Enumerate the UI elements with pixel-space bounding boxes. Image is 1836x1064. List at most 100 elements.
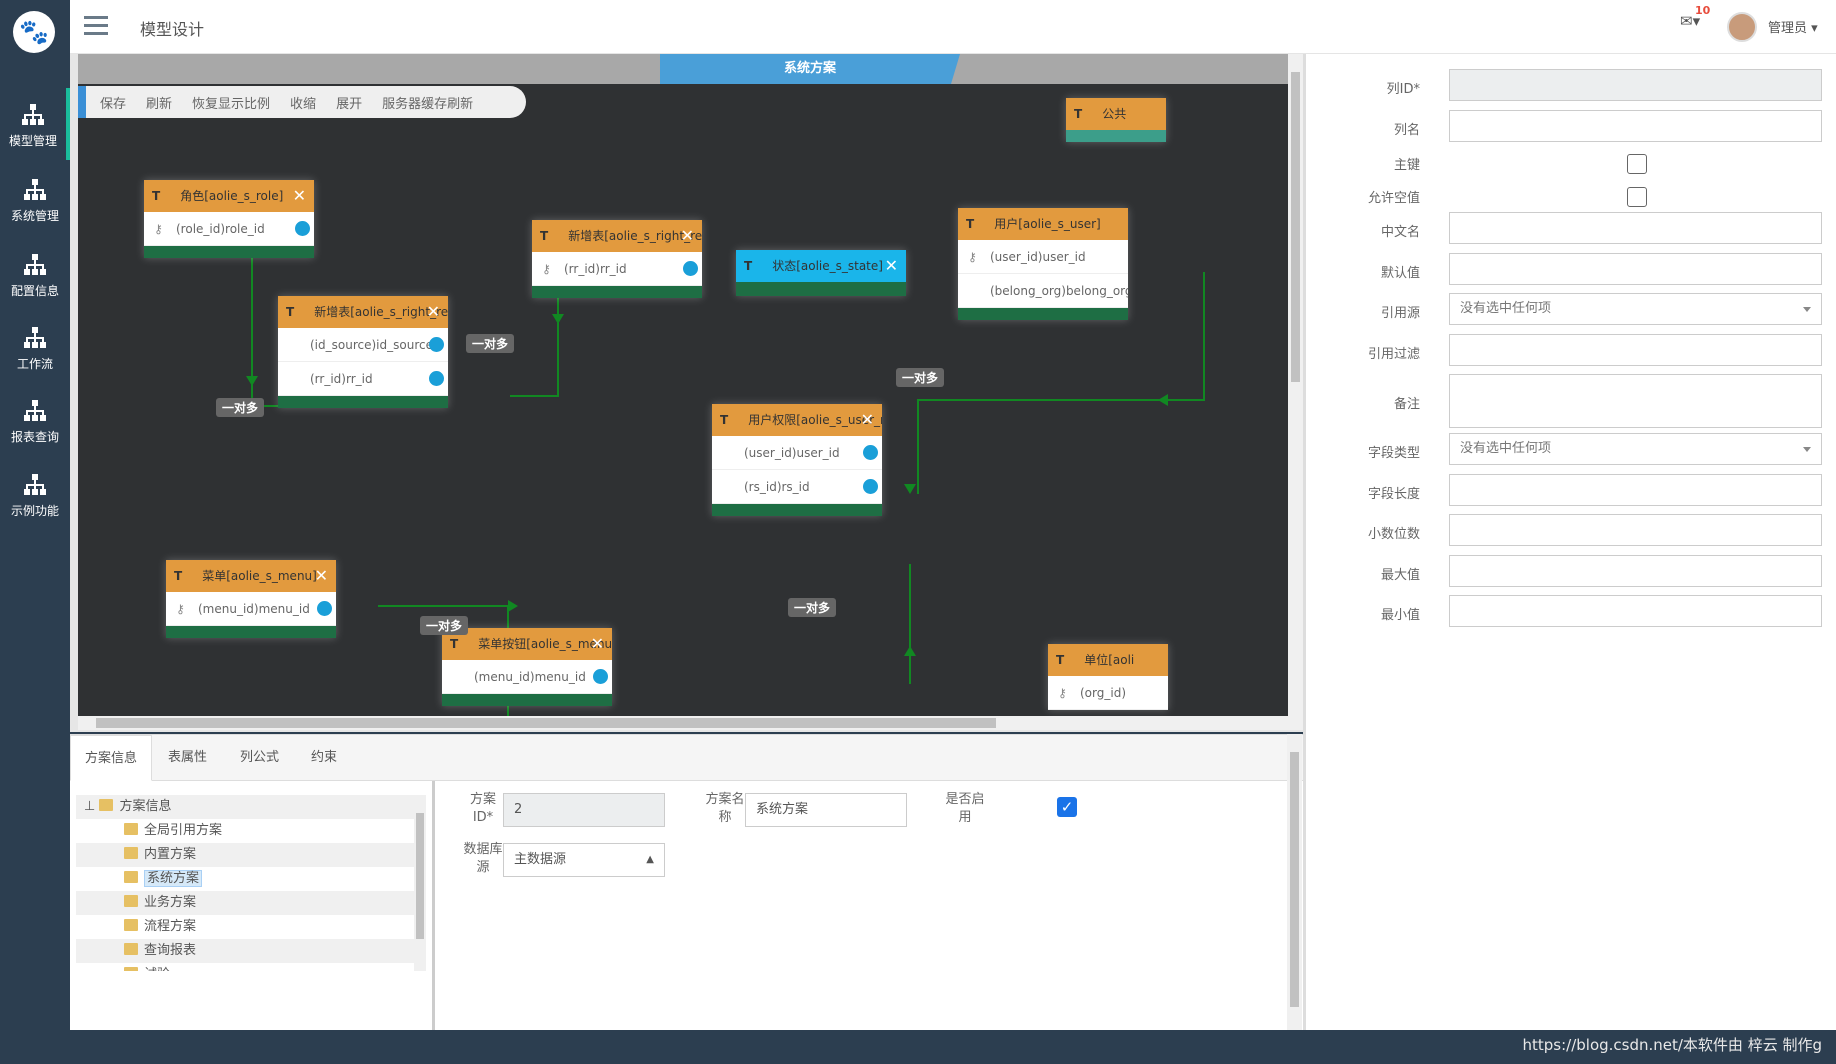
close-icon[interactable]: ✕ [860,410,874,429]
key-icon: ⚷ [154,222,163,236]
enabled-checkbox[interactable]: ✓ [1057,797,1077,817]
tree-node-selected[interactable]: 系统方案 [76,867,424,891]
tab-scheme-info[interactable]: 方案信息 [70,735,153,781]
tree-scrollbar[interactable] [414,795,426,971]
default-value-input[interactable] [1449,253,1822,285]
scheme-name-input[interactable]: 系统方案 [745,793,907,827]
decimal-places-input[interactable] [1449,514,1822,546]
sidebar-item-system[interactable]: 系统管理 [0,163,70,235]
canvas-toolbar: 保存 刷新 恢复显示比例 收缩 展开 服务器缓存刷新 [78,86,526,118]
relation-label[interactable]: 一对多 [896,368,945,387]
footer-bar [0,1030,1836,1064]
default-value-label: 默认值 [1380,266,1420,281]
scheme-id-label: 方案ID* [469,792,496,825]
bottom-v-scrollbar[interactable] [1287,734,1302,1030]
user-avatar[interactable] [1727,12,1757,42]
field-type-select[interactable]: 没有选中任何项 [1449,433,1822,465]
close-icon[interactable]: ✕ [590,634,604,653]
field-badge-icon [683,261,698,276]
collapse-button[interactable]: 收缩 [290,96,317,112]
field-length-input[interactable] [1449,474,1822,506]
min-value-input[interactable] [1449,595,1822,627]
tree-node[interactable]: 全局引用方案 [76,819,424,843]
column-id-input[interactable] [1449,69,1822,101]
field-type-label: 字段类型 [1367,446,1420,461]
ref-filter-input[interactable] [1449,334,1822,366]
save-button[interactable]: 保存 [100,96,127,112]
sitemap-icon [24,179,46,200]
reset-zoom-button[interactable]: 恢复显示比例 [192,96,271,112]
paw-logo-icon: 🐾 [13,11,55,53]
max-value-input[interactable] [1449,555,1822,587]
folder-icon [124,871,138,883]
sitemap-icon [22,104,44,125]
folder-icon [124,943,138,955]
tree-node-root[interactable]: ⊥ 方案信息 [76,795,424,819]
tree-node[interactable]: 流程方案 [76,915,424,939]
mail-icon[interactable]: ✉▾ [1680,12,1701,30]
sitemap-icon [24,400,46,421]
tab-column-formula[interactable]: 列公式 [240,750,280,765]
sidebar-item-config[interactable]: 配置信息 [0,238,70,310]
tab-system-scheme[interactable]: 系统方案 [660,54,960,84]
tree-node[interactable]: 业务方案 [76,891,424,915]
tree-node[interactable]: 试验 [76,963,424,971]
refresh-button[interactable]: 刷新 [146,96,173,112]
hamburger-menu-icon[interactable] [84,16,108,36]
top-header: 模型设计 ✉▾ 10 管理员 ▾ [70,0,1836,54]
key-icon: ⚷ [176,602,185,616]
canvas-v-scrollbar[interactable] [1288,54,1303,730]
tab-table-props[interactable]: 表属性 [168,750,208,765]
ref-source-select[interactable]: 没有选中任何项 [1449,293,1822,325]
column-id-label: 列ID* [1386,82,1420,97]
remark-textarea[interactable] [1449,374,1822,428]
tab-constraint[interactable]: 约束 [311,750,338,765]
canvas-h-scrollbar[interactable] [78,716,1288,730]
sidebar-item-workflow[interactable]: 工作流 [0,311,70,383]
scheme-id-input[interactable]: 2 [503,793,665,827]
server-cache-refresh-button[interactable]: 服务器缓存刷新 [382,96,474,112]
sitemap-icon [24,474,46,495]
primary-key-checkbox[interactable] [1627,154,1647,174]
db-source-select[interactable]: 主数据源▲ [503,843,665,877]
column-name-input[interactable] [1449,110,1822,142]
close-icon[interactable]: ✕ [680,226,694,245]
sidebar-label: 示例功能 [10,504,59,518]
close-icon[interactable]: ✕ [426,302,440,321]
column-properties-panel: 列ID* 列名 主键 允许空值 中文名 默认值 引用源 没有选中任何项 引用过滤… [1303,54,1836,1030]
expand-button[interactable]: 展开 [336,96,363,112]
user-name[interactable]: 管理员 ▾ [1768,21,1818,36]
tree-node[interactable]: 查询报表 [76,939,424,963]
sidebar-item-example[interactable]: 示例功能 [0,458,70,530]
relation-label[interactable]: 一对多 [216,398,265,417]
folder-icon [124,895,138,907]
relation-label[interactable]: 一对多 [420,616,469,635]
allow-null-checkbox[interactable] [1627,187,1647,207]
sidebar-item-model[interactable]: 模型管理 [0,88,70,160]
relation-label[interactable]: 一对多 [466,334,515,353]
mail-count-badge: 10 [1695,4,1711,17]
chevron-down-icon [1803,307,1811,312]
sidebar-item-report[interactable]: 报表查询 [0,384,70,456]
close-icon[interactable]: ✕ [884,256,898,275]
chinese-name-input[interactable] [1449,212,1822,244]
close-icon[interactable]: ✕ [292,186,306,205]
field-badge-icon [429,337,444,352]
close-icon[interactable]: ✕ [314,566,328,585]
field-badge-icon [593,669,608,684]
ref-filter-label: 引用过滤 [1367,347,1420,362]
tree-node[interactable]: 内置方案 [76,843,424,867]
scheme-form: 方案ID* 2 方案名称 系统方案 是否启用 ✓ 数据库源 主数据源▲ [432,781,1302,1031]
relation-label[interactable]: 一对多 [788,598,837,617]
